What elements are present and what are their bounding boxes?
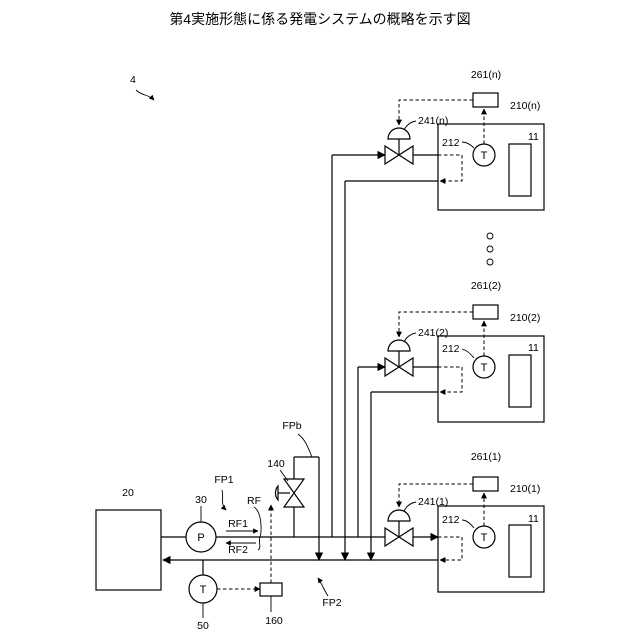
fpb-leader <box>298 434 312 457</box>
controller-label: 261(1) <box>471 451 501 463</box>
ellipsis-dot <box>487 233 493 239</box>
valve-140-label: 140 <box>267 458 285 470</box>
ellipsis-dot <box>487 246 493 252</box>
controller-261 <box>473 477 498 491</box>
system-leader <box>136 90 154 100</box>
valve-241-actuator <box>388 128 410 139</box>
unit-label: 210(2) <box>510 312 540 324</box>
valve-label: 241(n) <box>418 115 448 127</box>
ellipsis-dot <box>487 259 493 265</box>
stack-11 <box>509 144 531 196</box>
controller-label: 261(n) <box>471 69 501 81</box>
fp2-leader <box>318 578 328 596</box>
valve-label: 241(1) <box>418 496 448 508</box>
stack-label: 11 <box>528 342 539 354</box>
generator-unit-n: T 210(n) 261(n) 241(n) 212 11 <box>385 69 544 210</box>
generator-unit-1: T 210(1) 261(1) 241(1) 212 11 <box>385 451 544 592</box>
tank-20 <box>96 510 161 590</box>
sensor-label: 212 <box>442 137 460 149</box>
controller-261 <box>473 93 498 107</box>
valve-140-actuator <box>275 486 278 500</box>
fpb-label: FPb <box>282 420 301 432</box>
stack-11 <box>509 355 531 407</box>
unit-temp-symbol: T <box>481 150 488 162</box>
valve-241-actuator <box>388 510 410 521</box>
unit-label: 210(1) <box>510 483 540 495</box>
stack-11 <box>509 525 531 577</box>
pump-label: 30 <box>195 494 207 506</box>
fp1-leader <box>222 490 226 510</box>
unit-temp-symbol: T <box>481 362 488 374</box>
fp1-label: FP1 <box>214 474 233 486</box>
pump-symbol: P <box>197 532 204 544</box>
valve-leader <box>404 502 416 511</box>
controller-160 <box>260 583 282 596</box>
generator-unit-2: T 210(2) 261(2) 241(2) 212 11 <box>385 280 544 422</box>
valve-label: 241(2) <box>418 327 448 339</box>
stack-label: 11 <box>528 131 539 143</box>
rf-bracket <box>254 507 261 550</box>
system-label: 4 <box>130 74 136 86</box>
rf-label: RF <box>247 495 261 507</box>
valve-leader <box>404 333 416 342</box>
temp-sensor-label: 50 <box>197 620 209 632</box>
controller-label: 261(2) <box>471 280 501 292</box>
temp-sensor-symbol: T <box>200 584 207 596</box>
figure-title: 第4実施形態に係る発電システムの概略を示す図 <box>169 11 470 27</box>
rf2-label: RF2 <box>228 544 248 556</box>
stack-label: 11 <box>528 513 539 525</box>
rf1-label: RF1 <box>228 518 248 530</box>
controller-261 <box>473 305 498 319</box>
valve-leader <box>404 121 416 130</box>
valve-241-actuator <box>388 340 410 351</box>
fp2-label: FP2 <box>322 597 341 609</box>
unit-temp-symbol: T <box>481 532 488 544</box>
unit-label: 210(n) <box>510 100 540 112</box>
sensor-label: 212 <box>442 343 460 355</box>
tank-label: 20 <box>122 487 134 499</box>
sensor-label: 212 <box>442 514 460 526</box>
controller-160-label: 160 <box>265 615 283 627</box>
